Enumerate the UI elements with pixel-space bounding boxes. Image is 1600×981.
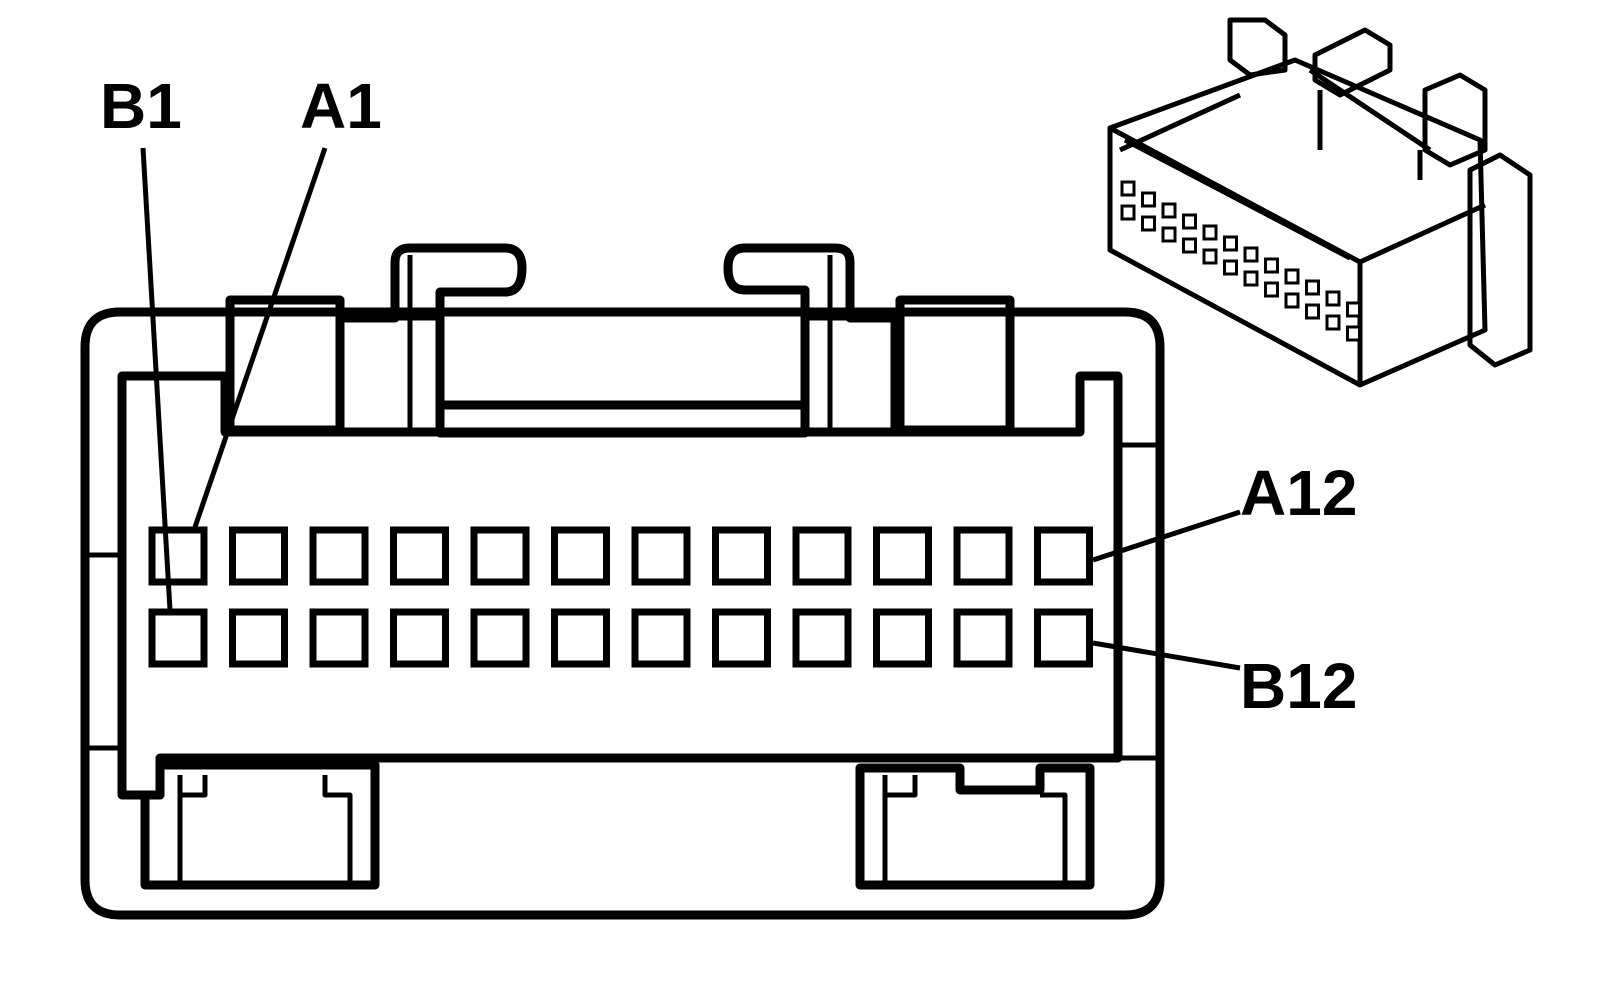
iso-cavity [1161,202,1177,219]
top-latch-features [225,243,1015,438]
leader-b1 [140,147,173,611]
iso-cavity [1305,303,1320,320]
cavity-a9 [792,526,852,586]
cavity-b11 [953,608,1013,668]
iso-cavity [1182,213,1197,230]
cavity-row-b [148,608,1093,668]
cavity-b3 [309,608,369,668]
cavity-b5 [470,608,530,668]
iso-cavity [1243,246,1259,263]
leader-a12 [1092,509,1241,563]
cavity-b2 [229,608,288,668]
housing-outline [80,307,1165,920]
cavity-a1 [148,526,208,586]
iso-cavity [1223,235,1238,252]
iso-cavity [1325,314,1341,331]
cavity-a2 [229,526,288,586]
iso-cavity [1141,191,1156,208]
iso-cavity [1325,290,1341,307]
cavity-b6 [551,608,610,668]
cavity-b10 [873,608,932,668]
iso-cavity [1223,259,1238,276]
bottom-lock-windows [140,760,1095,890]
iso-cavity [1202,224,1218,241]
iso-cavity [1284,268,1300,285]
label-a12: A12 [1240,457,1357,529]
cavity-b1 [148,608,208,668]
iso-cavity [1141,215,1156,232]
iso-cavity [1120,180,1136,197]
iso-cavity [1182,237,1197,254]
cavity-b8 [712,608,771,668]
isometric-connector-view [1107,17,1533,388]
cavity-a3 [309,526,369,586]
iso-cavity [1305,279,1320,296]
cavity-b4 [390,608,449,668]
cavity-a8 [712,526,771,586]
cavity-b7 [631,608,691,668]
cavity-a5 [470,526,530,586]
cavity-b12 [1034,608,1093,668]
iso-cavity [1284,292,1300,309]
iso-cavity [1202,248,1218,265]
iso-cavity [1120,204,1136,221]
cavity-a10 [873,526,932,586]
cavity-a6 [551,526,610,586]
iso-cavity [1243,270,1259,287]
cavity-row-a [148,526,1093,586]
iso-cavity [1346,325,1361,342]
iso-cavity [1346,301,1361,318]
label-a1: A1 [300,70,382,142]
cavity-a4 [390,526,449,586]
iso-cavity [1264,281,1279,298]
cavity-a11 [953,526,1013,586]
cavity-b9 [792,608,852,668]
label-b1: B1 [100,70,182,142]
iso-cavity [1161,226,1177,243]
leader-a1 [192,147,328,528]
iso-cavity [1264,257,1279,274]
leader-b12 [1092,640,1241,671]
label-b12: B12 [1240,650,1357,722]
cavity-a7 [631,526,691,586]
cavity-a12 [1034,526,1093,586]
